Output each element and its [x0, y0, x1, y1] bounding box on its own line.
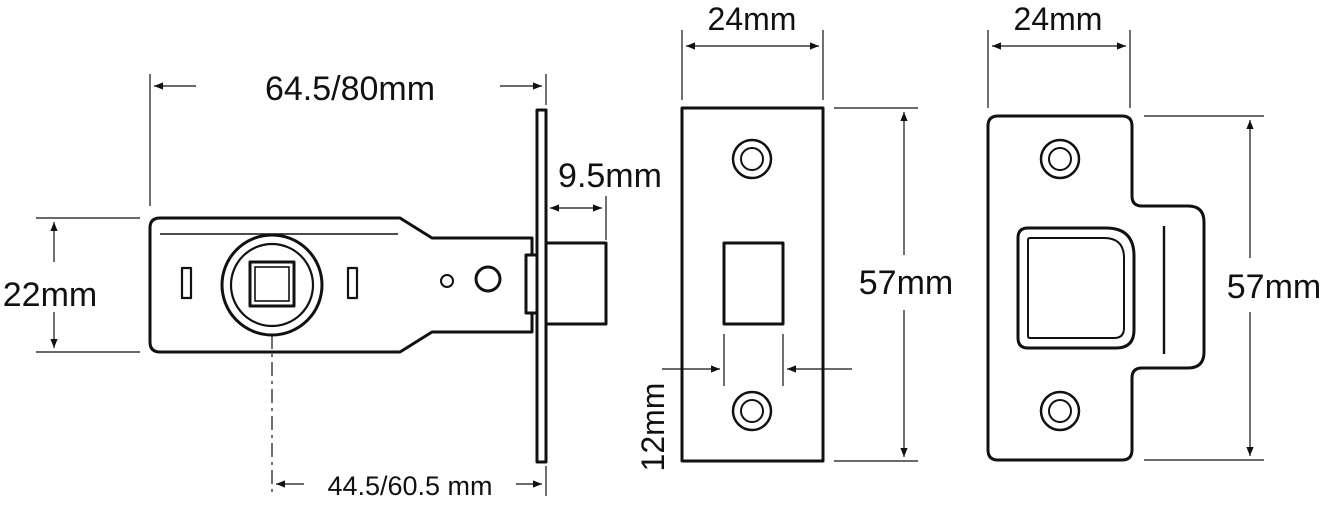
dimension-bolt-slot-width: 12mm	[635, 334, 852, 471]
dimension-body-height: 22mm	[3, 217, 140, 353]
spindle-square-inner	[254, 266, 290, 302]
strike-height-label: 57mm	[1227, 268, 1321, 306]
faceplate-bolt-slot	[722, 241, 785, 326]
latch-case	[148, 216, 534, 354]
dimension-faceplate-width: 24mm	[681, 1, 824, 100]
follower-inner-ring	[229, 242, 315, 328]
strike-plate-view	[986, 114, 1206, 462]
faceplate-width-label: 24mm	[708, 1, 797, 37]
faceplate-view	[680, 106, 825, 463]
dimension-backset: 44.5/60.5 mm	[276, 466, 547, 501]
strike-width-label: 24mm	[1014, 1, 1103, 37]
case-slot-right	[346, 266, 359, 300]
latch-body-view	[148, 108, 608, 496]
bolt-projection-label: 9.5mm	[558, 157, 662, 195]
strike-screw-hole-top-inner	[1048, 147, 1072, 171]
case-slot-left	[180, 266, 193, 300]
bolt-tail	[524, 253, 539, 315]
dimension-faceplate-height: 57mm	[834, 107, 953, 462]
case-rivet-large	[474, 265, 502, 293]
strike-latch-opening	[1016, 226, 1136, 350]
spindle-square-hole	[248, 260, 296, 308]
dimension-strike-width: 24mm	[987, 1, 1131, 108]
bolt-slot-width-label: 12mm	[635, 383, 671, 472]
dimension-latch-length: 64.5/80mm	[149, 70, 547, 206]
faceplate-screw-hole-bottom-inner	[740, 399, 764, 423]
backset-label: 44.5/60.5 mm	[327, 471, 492, 501]
latch-bolt	[544, 241, 608, 326]
faceplate-height-label: 57mm	[859, 264, 953, 302]
case-rivet-small	[440, 274, 454, 288]
strike-latch-opening-inner	[1027, 237, 1125, 339]
strike-screw-hole-bottom-inner	[1048, 399, 1072, 423]
latch-length-label: 64.5/80mm	[265, 70, 435, 108]
faceplate-screw-hole-top-inner	[740, 147, 764, 171]
dimension-strike-height: 57mm	[1144, 115, 1321, 461]
dimension-bolt-projection: 9.5mm	[550, 157, 662, 240]
body-height-label: 22mm	[3, 276, 97, 314]
